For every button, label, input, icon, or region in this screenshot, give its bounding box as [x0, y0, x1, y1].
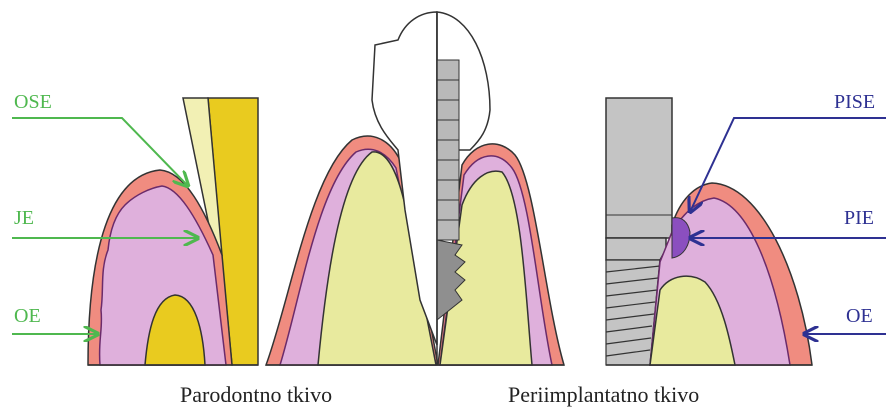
- abutment: [606, 98, 672, 238]
- label-ose: OSE: [14, 91, 52, 113]
- label-oe-right: OE: [846, 305, 873, 327]
- label-pise: PISE: [834, 91, 875, 113]
- label-oe-left: OE: [14, 305, 41, 327]
- caption-periodontal: Parodontno tkivo: [180, 382, 332, 407]
- label-je: JE: [14, 207, 34, 229]
- periimplant-panel: [606, 98, 812, 365]
- center-panel: [266, 12, 564, 365]
- implant-collar: [606, 238, 666, 260]
- caption-periimplant: Periimplantatno tkivo: [508, 382, 699, 407]
- periodontal-panel: [88, 98, 258, 365]
- label-pie: PIE: [844, 207, 874, 229]
